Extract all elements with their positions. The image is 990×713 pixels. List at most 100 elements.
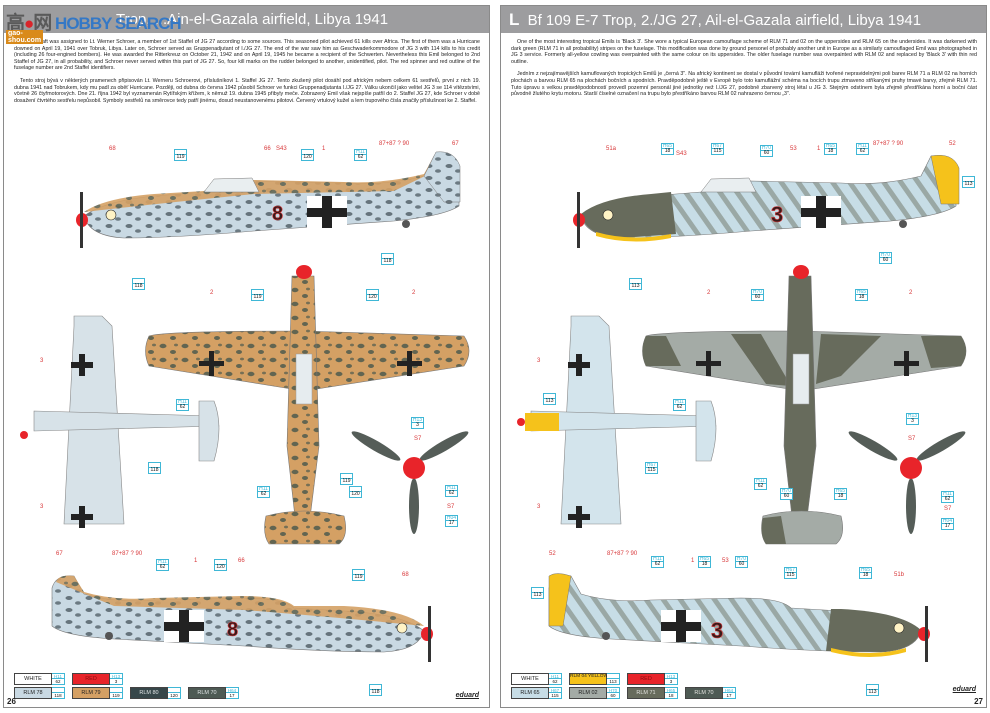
marking-label: 1 — [817, 146, 821, 152]
color-callout-120: 120 — [366, 289, 379, 301]
marking-label: 51b — [894, 572, 905, 578]
brand-logo: eduard — [455, 692, 479, 699]
color-callout-113: 113 — [629, 278, 642, 290]
marking-label: 51a — [606, 146, 617, 152]
marking-label: S43 — [676, 151, 687, 157]
marking-label: 67 — [56, 551, 63, 557]
page-number: 26 — [7, 697, 16, 706]
marking-label: 87+87 ? 90 — [112, 551, 143, 557]
right-page-header: L Bf 109 E-7 Trop, 2./JG 27, Ail-el-Gaza… — [501, 6, 986, 33]
color-callout-118: 118 — [148, 462, 161, 474]
side-profile-bottom: 8 — [51, 575, 433, 662]
color-callout-119: 119 — [174, 149, 187, 161]
profile-letter: L — [509, 10, 520, 29]
marking-label: S7 — [908, 436, 916, 442]
marking-label: 68 — [109, 146, 116, 152]
description-english: One of the most interesting tropical Emi… — [511, 39, 977, 65]
watermark-url: gao-shou.com — [6, 30, 44, 44]
description-english: This aircraft was assigned to Lt. Werner… — [14, 39, 480, 72]
marking-label: S7 — [447, 504, 455, 510]
color-callout-120: 120 — [214, 559, 227, 571]
color-callout-119: 119 — [251, 289, 264, 301]
top-view — [145, 265, 470, 545]
marking-label: 66 — [264, 146, 271, 152]
color-callout-113: 113 — [531, 587, 544, 599]
color-callout-119: 119 — [352, 569, 365, 581]
page-number: 27 — [974, 697, 983, 706]
brand-logo: eduard — [952, 686, 976, 693]
description-czech: Tento stroj bývá v některých pramenech p… — [14, 77, 480, 104]
marking-label: 2 — [909, 290, 913, 296]
marking-label: 87+87 ? 90 — [873, 141, 904, 147]
side-profile-bottom: 3 — [548, 573, 930, 662]
right-artwork: 3 — [517, 155, 967, 662]
underside-view — [517, 315, 717, 528]
marking-label: 52 — [949, 141, 956, 147]
marking-label: 66 — [238, 558, 245, 564]
marking-label: 53 — [722, 558, 729, 564]
left-page-profile-k: Trop, ...Ain-el-Gazala airfield, Libya 1… — [3, 5, 490, 708]
marking-label: 2 — [210, 290, 214, 296]
right-description: One of the most interesting tropical Emi… — [511, 39, 977, 104]
fuselage-number: 8 — [272, 203, 283, 225]
fuselage-number: 3 — [771, 202, 783, 227]
color-callout-119: 119 — [340, 473, 353, 485]
marking-label: 53 — [790, 146, 797, 152]
marking-label: 87+87 ? 90 — [379, 141, 410, 147]
color-callout-118: 118 — [132, 278, 145, 290]
color-callout-118: 118 — [369, 684, 382, 696]
right-page-title: Bf 109 E-7 Trop, 2./JG 27, Ail-el-Gazala… — [527, 12, 922, 29]
marking-label: S7 — [414, 436, 422, 442]
watermark-logo: 高●网 HOBBY SEARCH — [6, 13, 182, 34]
left-artwork: 8 — [20, 151, 470, 662]
side-profile-top: 8 — [76, 151, 461, 248]
marking-label: 1 — [322, 146, 326, 152]
marking-label: 1 — [691, 558, 695, 564]
marking-label: 3 — [40, 358, 44, 364]
left-description: This aircraft was assigned to Lt. Werner… — [14, 39, 480, 110]
marking-label: 52 — [549, 551, 556, 557]
underside-view — [20, 315, 220, 528]
marking-label: 67 — [452, 141, 459, 147]
color-callout-113: 113 — [866, 684, 879, 696]
marking-label: 87+87 ? 90 — [607, 551, 638, 557]
marking-label: 1 — [194, 558, 198, 564]
propeller-front-view — [848, 431, 966, 534]
marking-label: S43 — [276, 146, 287, 152]
propeller-front-view — [351, 431, 469, 534]
color-callout-113: 113 — [962, 176, 975, 188]
